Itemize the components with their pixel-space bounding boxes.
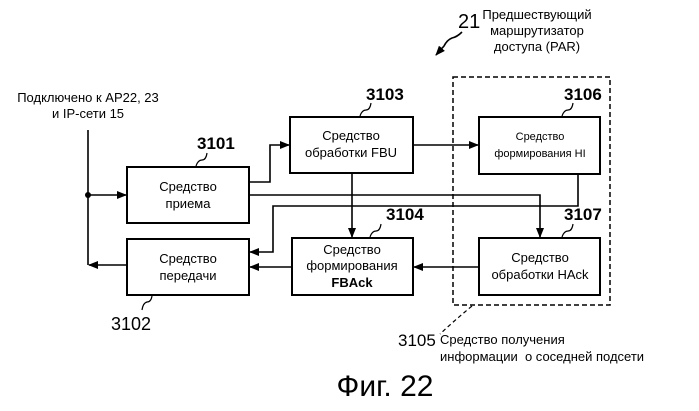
transmit-unit-ref: 3102 [111, 314, 151, 334]
figure-title: Фиг. 22 [337, 370, 434, 403]
hi-forming-line2: формирования HI [494, 148, 585, 160]
fbu-processing-line1: Средство [322, 128, 380, 143]
receive-unit-block: Средство приема 3101 [127, 134, 249, 223]
group-leader-line [440, 306, 472, 334]
fback-forming-ref: 3104 [386, 205, 424, 224]
receive-to-fbu [249, 145, 289, 182]
group-label-line2: информации о соседней подсети [440, 349, 644, 364]
group-label-line1: Средство получения [440, 332, 565, 347]
hi-forming-line1: Средство [516, 131, 565, 143]
hack-processing-ref: 3107 [564, 205, 602, 224]
transmit-unit-block: Средство передачи 3102 [111, 239, 249, 334]
device-ref-arrow [436, 32, 462, 55]
transmit-unit-line2: передачи [159, 268, 216, 283]
fback-forming-line3: FBAck [331, 275, 373, 290]
connection-label-line1: Подключено к AP22, 23 [17, 90, 159, 105]
hi-forming-block: Средство формирования HI 3106 [479, 85, 602, 174]
hack-processing-line1: Средство [511, 250, 569, 265]
device-label-line3: доступа (PAR) [494, 39, 580, 54]
hi-forming-ref: 3106 [564, 85, 602, 104]
fbu-processing-block: Средство обработки FBU 3103 [290, 85, 413, 173]
receive-unit-line1: Средство [159, 179, 217, 194]
group-ref: 3105 [398, 331, 436, 350]
receive-unit-ref: 3101 [197, 134, 235, 153]
device-label-line1: Предшествующий [482, 7, 591, 22]
fbu-processing-line2: обработки FBU [305, 145, 397, 160]
receive-unit-line2: приема [166, 196, 212, 211]
transmit-unit-line1: Средство [159, 251, 217, 266]
device-label-line2: маршрутизатор [490, 23, 584, 38]
device-ref: 21 [458, 11, 480, 33]
fback-forming-line2: формирования [306, 258, 397, 273]
hack-processing-line2: обработки HAck [491, 267, 589, 282]
fback-forming-line1: Средство [323, 242, 381, 257]
fback-forming-block: Средство формирования FBAck 3104 [292, 205, 424, 295]
connection-label-line2: и IP-сети 15 [52, 106, 124, 121]
fbu-processing-ref: 3103 [366, 85, 404, 104]
